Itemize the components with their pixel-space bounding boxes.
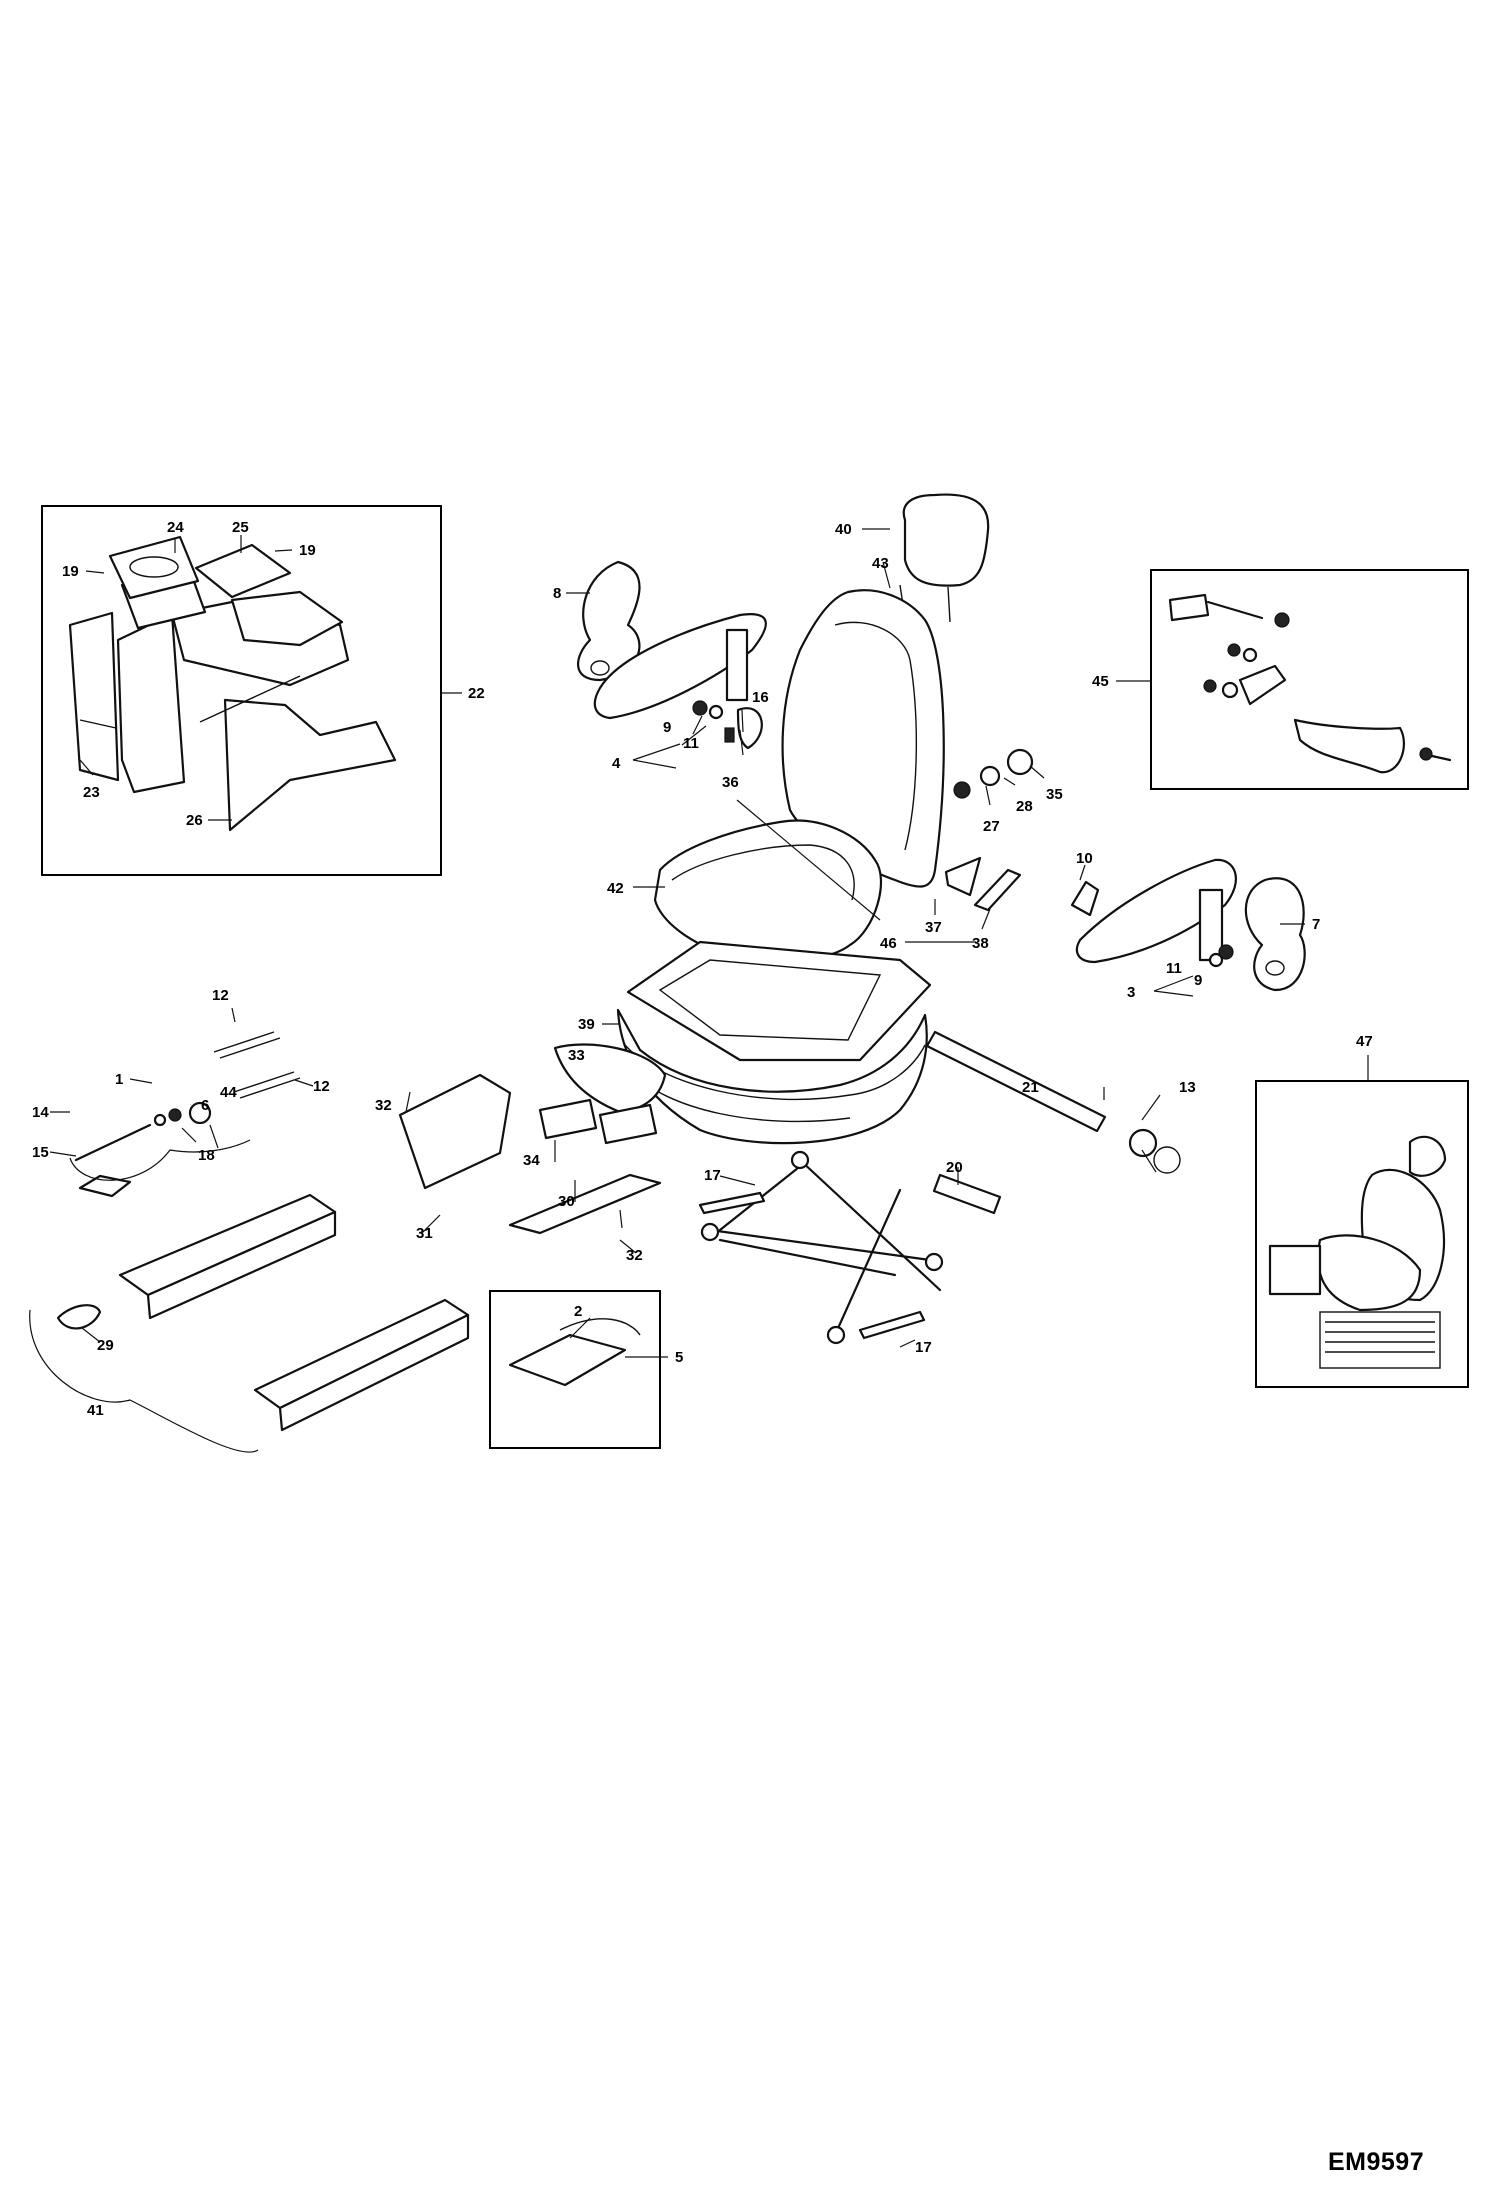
callout-19b: 19 xyxy=(299,542,316,559)
callout-17a: 17 xyxy=(704,1167,721,1184)
callout-47: 47 xyxy=(1356,1033,1373,1050)
callout-30: 30 xyxy=(558,1193,575,1210)
callout-34: 34 xyxy=(523,1152,540,1169)
callout-4: 4 xyxy=(612,755,621,772)
callout-42: 42 xyxy=(607,880,624,897)
callout-11b: 11 xyxy=(1166,960,1182,977)
callout-46: 46 xyxy=(880,935,897,952)
scissor-mechanism xyxy=(700,1150,944,1345)
callout-2: 2 xyxy=(574,1303,582,1320)
headrest xyxy=(899,493,990,623)
callout-12a: 12 xyxy=(212,987,229,1004)
callout-21: 21 xyxy=(1022,1079,1039,1096)
callout-8: 8 xyxy=(553,585,561,602)
callout-1: 1 xyxy=(115,1071,123,1088)
slide-rail-right xyxy=(253,1298,470,1432)
console-assembly xyxy=(68,535,397,832)
callout-40: 40 xyxy=(835,521,852,538)
console-inset-frame xyxy=(41,505,442,876)
callout-9b: 9 xyxy=(1194,972,1202,989)
callout-11a: 11 xyxy=(683,735,699,752)
callout-32a: 32 xyxy=(375,1097,392,1114)
callout-29: 29 xyxy=(97,1337,114,1354)
callout-28: 28 xyxy=(1016,798,1033,815)
callout-5: 5 xyxy=(675,1349,683,1366)
left-armrest-cover xyxy=(577,560,641,682)
callout-19a: 19 xyxy=(62,563,79,580)
seat-cushion xyxy=(653,819,883,962)
callout-18: 18 xyxy=(198,1147,215,1164)
callout-14: 14 xyxy=(32,1104,49,1121)
slide-rail-left xyxy=(118,1193,337,1320)
callout-17b: 17 xyxy=(915,1339,932,1356)
callout-33: 33 xyxy=(568,1047,585,1064)
callout-16: 16 xyxy=(752,689,769,706)
seat-suspension-base xyxy=(616,940,932,1145)
callout-12b: 12 xyxy=(313,1078,330,1095)
callout-23: 23 xyxy=(83,784,100,801)
callout-10: 10 xyxy=(1076,850,1093,867)
callout-9a: 9 xyxy=(663,719,671,736)
callout-39: 39 xyxy=(578,1016,595,1033)
right-armrest-cover xyxy=(1244,877,1306,992)
callout-31: 31 xyxy=(416,1225,433,1242)
callout-44: 44 xyxy=(220,1084,237,1101)
callout-6: 6 xyxy=(201,1097,209,1114)
callout-3: 3 xyxy=(1127,984,1135,1001)
backrest xyxy=(781,589,945,888)
drawing-code: EM9597 xyxy=(1328,2148,1425,2176)
callout-13: 13 xyxy=(1179,1079,1196,1096)
callout-37: 37 xyxy=(925,919,942,936)
complete-seat-thumbnail xyxy=(1268,1135,1447,1369)
callout-25: 25 xyxy=(232,519,249,536)
callout-45: 45 xyxy=(1092,673,1109,690)
callout-22: 22 xyxy=(468,685,485,702)
right-armrest xyxy=(1075,858,1237,964)
callout-43: 43 xyxy=(872,555,889,572)
callout-15: 15 xyxy=(32,1144,49,1161)
callout-26: 26 xyxy=(186,812,203,829)
switch-plate-inset-frame xyxy=(489,1290,661,1449)
hardware-kit xyxy=(1168,593,1452,774)
callout-35: 35 xyxy=(1046,786,1063,803)
complete-seat-inset-frame xyxy=(1255,1080,1469,1388)
callout-32b: 32 xyxy=(626,1247,643,1264)
left-armrest xyxy=(593,613,767,720)
callout-41: 41 xyxy=(87,1402,104,1419)
callout-38: 38 xyxy=(972,935,989,952)
callout-20: 20 xyxy=(946,1159,963,1176)
callout-36: 36 xyxy=(722,774,739,791)
callout-24: 24 xyxy=(167,519,184,536)
callout-7: 7 xyxy=(1312,916,1320,933)
hardware-kit-inset-frame xyxy=(1150,569,1469,790)
callout-27: 27 xyxy=(983,818,1000,835)
